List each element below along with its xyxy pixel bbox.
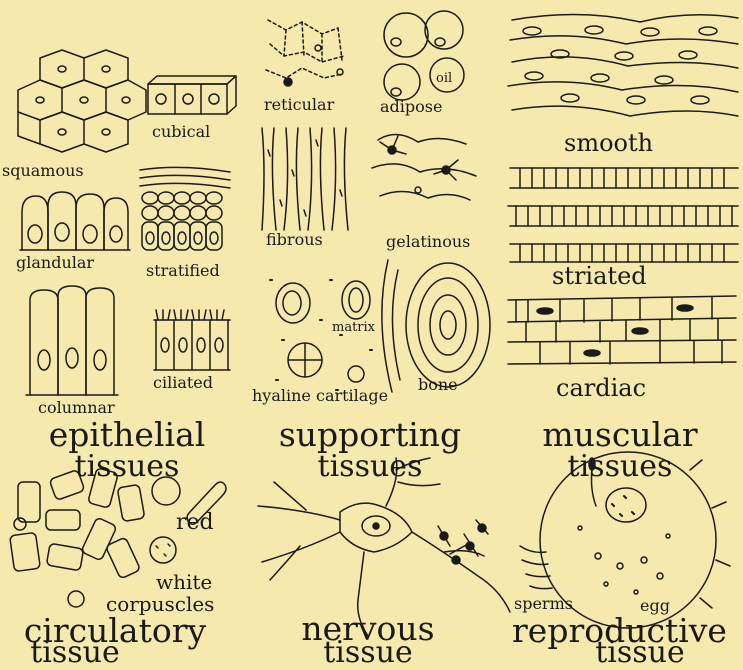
label-matrix: matrix bbox=[332, 321, 375, 334]
label-cardiac: cardiac bbox=[556, 376, 646, 400]
gelatinous-drawing bbox=[372, 134, 476, 200]
label-white: white bbox=[156, 572, 212, 592]
heading-nervous-tissue: tissue bbox=[268, 638, 468, 668]
adipose-drawing bbox=[384, 11, 464, 100]
heading-muscular: muscular bbox=[500, 418, 740, 451]
heading-epithelial-tissues: tissues bbox=[22, 452, 232, 482]
label-smooth: smooth bbox=[564, 131, 653, 155]
heading-circulatory-tissue: tissue bbox=[0, 638, 150, 668]
heading-reproductive-tissue: tissue bbox=[540, 638, 740, 668]
label-adipose: adipose bbox=[380, 99, 442, 115]
label-cubical: cubical bbox=[152, 124, 210, 140]
hyaline-drawing bbox=[270, 280, 372, 390]
label-reticular: reticular bbox=[264, 97, 334, 113]
label-stratified: stratified bbox=[146, 263, 220, 279]
label-columnar: columnar bbox=[38, 400, 115, 416]
label-oil: oil bbox=[436, 72, 452, 85]
label-glandular: glandular bbox=[16, 255, 94, 271]
squamous-drawing bbox=[18, 50, 146, 152]
label-red: red bbox=[176, 512, 214, 534]
bone-drawing bbox=[382, 260, 490, 392]
label-hyaline-cartilage: hyaline cartilage bbox=[252, 388, 388, 404]
cardiac-muscle-drawing bbox=[508, 296, 736, 364]
ciliated-drawing bbox=[154, 310, 230, 370]
heading-supporting: supporting bbox=[255, 418, 485, 451]
label-squamous: squamous bbox=[2, 163, 84, 179]
heading-epithelial: epithelial bbox=[22, 418, 232, 451]
stratified-drawing bbox=[140, 167, 230, 250]
heading-supporting-tissues: tissues bbox=[255, 452, 485, 482]
cubical-drawing bbox=[148, 76, 236, 114]
glandular-drawing bbox=[20, 192, 130, 250]
fibrous-drawing bbox=[262, 128, 348, 230]
columnar-drawing bbox=[26, 286, 118, 395]
smooth-muscle-drawing bbox=[508, 14, 738, 116]
label-striated: striated bbox=[552, 264, 647, 288]
label-bone: bone bbox=[418, 377, 458, 393]
label-ciliated: ciliated bbox=[153, 375, 213, 391]
reticular-drawing bbox=[266, 20, 344, 86]
striated-muscle-drawing bbox=[508, 168, 738, 262]
label-gelatinous: gelatinous bbox=[386, 234, 470, 250]
heading-muscular-tissues: tissues bbox=[500, 452, 740, 482]
label-fibrous: fibrous bbox=[266, 232, 323, 248]
label-sperms: sperms bbox=[514, 596, 573, 612]
